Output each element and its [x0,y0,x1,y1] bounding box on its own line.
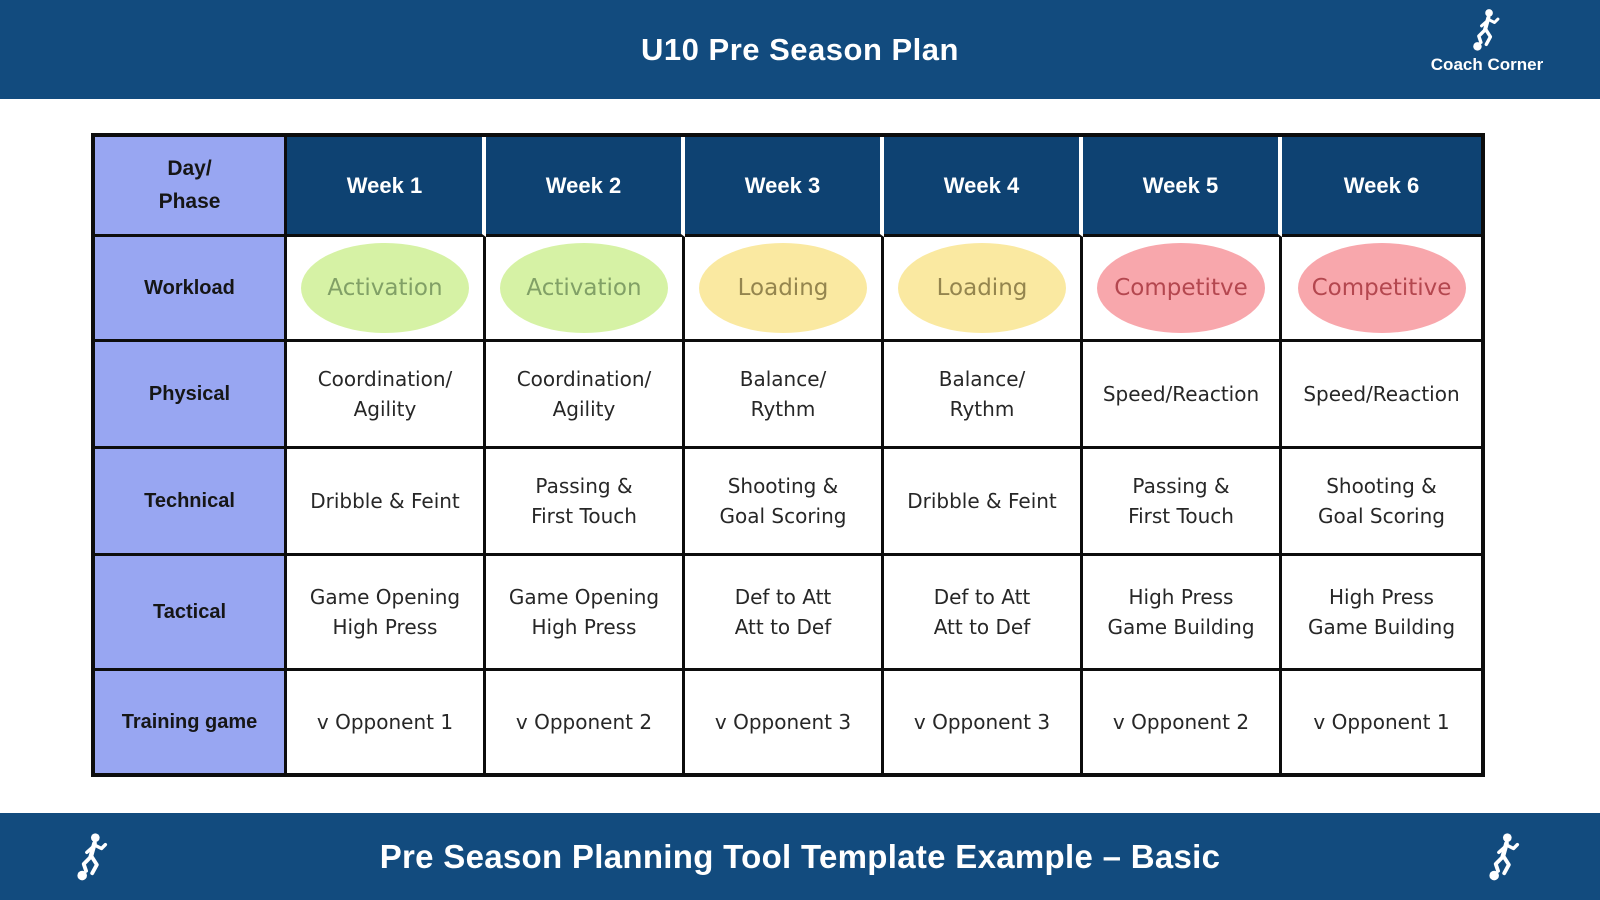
footer-caption: Pre Season Planning Tool Template Exampl… [379,837,1221,875]
preseason-plan-table: Day/ Phase Week 1 Week 2 Week 3 Week 4 W… [91,133,1485,777]
row-label-workload: Workload [95,237,287,342]
workload-oval: Competitive [1297,243,1466,333]
table-cell-tactical-week1: Game Opening High Press [287,556,486,671]
table-cell-workload-week5: Competitve [1083,237,1282,342]
workload-oval: Loading [898,243,1066,333]
table-cell-technical-week2: Passing & First Touch [486,449,685,556]
table-cell-training-week1: v Opponent 1 [287,671,486,773]
table-cell-technical-week1: Dribble & Feint [287,449,486,556]
column-header-week4: Week 4 [884,137,1083,237]
table-cell-technical-week3: Shooting & Goal Scoring [685,449,884,556]
table-cell-workload-week3: Loading [685,237,884,342]
workload-oval: Activation [301,243,469,333]
table-cell-tactical-week6: High Press Game Building [1282,556,1481,671]
brand-logo: Coach Corner [1422,7,1552,75]
workload-oval: Activation [500,243,668,333]
workload-oval: Loading [699,243,867,333]
table-cell-technical-week4: Dribble & Feint [884,449,1083,556]
row-label-training-game: Training game [95,671,287,773]
table-cell-training-week6: v Opponent 1 [1282,671,1481,773]
table-cell-workload-week1: Activation [287,237,486,342]
table-cell-technical-week6: Shooting & Goal Scoring [1282,449,1481,556]
table-cell-physical-week6: Speed/Reaction [1282,342,1481,449]
page-title: U10 Pre Season Plan [641,31,959,67]
column-header-week1: Week 1 [287,137,486,237]
table-cell-training-week4: v Opponent 3 [884,671,1083,773]
table-cell-tactical-week3: Def to Att Att to Def [685,556,884,671]
table-cell-workload-week6: Competitive [1282,237,1481,342]
table-cell-tactical-week2: Game Opening High Press [486,556,685,671]
corner-header-day-phase: Day/ Phase [95,137,287,237]
top-banner: U10 Pre Season Plan Coach Corner [0,0,1600,99]
soccer-player-icon [1488,831,1522,883]
table-cell-technical-week5: Passing & First Touch [1083,449,1282,556]
soccer-player-icon [1472,7,1502,53]
table-cell-workload-week2: Activation [486,237,685,342]
table-cell-training-week3: v Opponent 3 [685,671,884,773]
column-header-week5: Week 5 [1083,137,1282,237]
table-cell-physical-week1: Coordination/ Agility [287,342,486,449]
table-cell-tactical-week5: High Press Game Building [1083,556,1282,671]
table-cell-tactical-week4: Def to Att Att to Def [884,556,1083,671]
table-cell-physical-week3: Balance/ Rythm [685,342,884,449]
column-header-week6: Week 6 [1282,137,1481,237]
column-header-week3: Week 3 [685,137,884,237]
soccer-player-icon [76,831,110,883]
table-cell-workload-week4: Loading [884,237,1083,342]
brand-name: Coach Corner [1430,55,1544,74]
table-cell-physical-week4: Balance/ Rythm [884,342,1083,449]
table-cell-physical-week5: Speed/Reaction [1083,342,1282,449]
column-header-week2: Week 2 [486,137,685,237]
table-cell-training-week5: v Opponent 2 [1083,671,1282,773]
table-cell-training-week2: v Opponent 2 [486,671,685,773]
bottom-banner: Pre Season Planning Tool Template Exampl… [0,813,1600,900]
workload-oval: Competitve [1097,243,1265,333]
row-label-tactical: Tactical [95,556,287,671]
table-cell-physical-week2: Coordination/ Agility [486,342,685,449]
row-label-physical: Physical [95,342,287,449]
row-label-technical: Technical [95,449,287,556]
